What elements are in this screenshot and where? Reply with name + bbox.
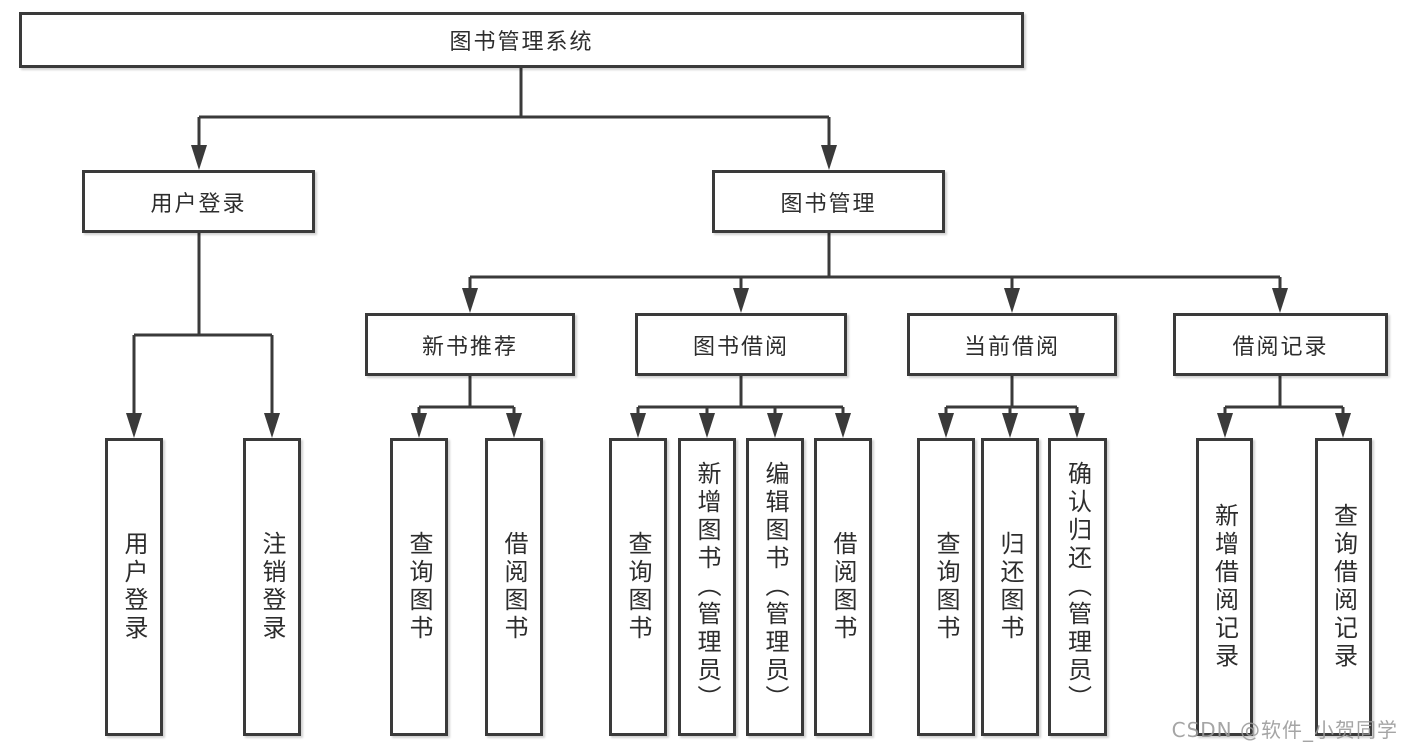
leaf-bb-add-books-admin: 新增图书（管理员） xyxy=(678,438,736,736)
leaf-br-query-borrow-record: 查询借阅记录 xyxy=(1315,438,1372,736)
leaf-cb-confirm-return-admin: 确认归还（管理员） xyxy=(1048,438,1107,736)
leaf-cb-return-books: 归还图书 xyxy=(981,438,1039,736)
leaf-bb-query-books-label: 查询图书 xyxy=(624,531,652,643)
leaf-br-add-borrow-record: 新增借阅记录 xyxy=(1196,438,1253,736)
node-book-borrowing: 图书借阅 xyxy=(635,313,847,376)
leaf-bb-query-books: 查询图书 xyxy=(609,438,667,736)
leaf-bb-add-books-admin-label: 新增图书（管理员） xyxy=(693,461,721,713)
node-new-book-recommend-label: 新书推荐 xyxy=(421,334,518,360)
leaf-logout-login-label: 注销登录 xyxy=(258,531,286,643)
leaf-br-query-borrow-record-label: 查询借阅记录 xyxy=(1329,503,1358,671)
node-book-borrowing-label: 图书借阅 xyxy=(692,334,789,360)
leaf-nb-query-books-label: 查询图书 xyxy=(405,531,433,643)
csdn-watermark: CSDN @软件_小贺同学 xyxy=(1171,718,1398,742)
leaf-br-add-borrow-record-label: 新增借阅记录 xyxy=(1210,503,1239,671)
leaf-bb-edit-books-admin: 编辑图书（管理员） xyxy=(746,438,804,736)
node-current-borrowing: 当前借阅 xyxy=(907,313,1117,376)
node-user-login-label: 用户登录 xyxy=(150,191,247,217)
leaf-logout-login: 注销登录 xyxy=(243,438,301,736)
leaf-cb-query-books-label: 查询图书 xyxy=(932,531,960,643)
leaf-cb-query-books: 查询图书 xyxy=(917,438,975,736)
node-root-library-system: 图书管理系统 xyxy=(19,12,1024,68)
leaf-nb-query-books: 查询图书 xyxy=(390,438,448,736)
node-current-borrowing-label: 当前借阅 xyxy=(963,334,1060,360)
leaf-nb-borrow-books: 借阅图书 xyxy=(485,438,543,736)
leaf-bb-borrow-books-label: 借阅图书 xyxy=(829,531,857,643)
leaf-cb-confirm-return-admin-label: 确认归还（管理员） xyxy=(1063,461,1092,713)
leaf-nb-borrow-books-label: 借阅图书 xyxy=(500,531,528,643)
node-borrow-records: 借阅记录 xyxy=(1173,313,1388,376)
node-book-management: 图书管理 xyxy=(712,170,945,233)
leaf-user-login-label: 用户登录 xyxy=(120,531,148,643)
node-user-login: 用户登录 xyxy=(82,170,315,233)
node-borrow-records-label: 借阅记录 xyxy=(1232,334,1329,360)
leaf-user-login: 用户登录 xyxy=(105,438,163,736)
tree-edges xyxy=(132,68,1345,418)
arrowheads xyxy=(126,145,1351,438)
node-root-label: 图书管理系统 xyxy=(449,30,594,55)
leaf-bb-edit-books-admin-label: 编辑图书（管理员） xyxy=(761,461,789,713)
leaf-bb-borrow-books: 借阅图书 xyxy=(814,438,872,736)
node-new-book-recommend: 新书推荐 xyxy=(365,313,575,376)
node-book-management-label: 图书管理 xyxy=(780,191,877,217)
leaf-cb-return-books-label: 归还图书 xyxy=(996,531,1024,643)
